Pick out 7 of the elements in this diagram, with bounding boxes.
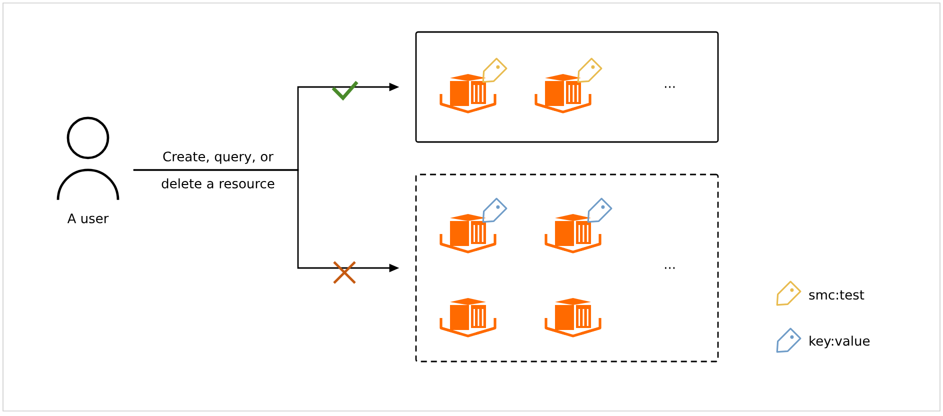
legend-label: smc:test bbox=[809, 290, 864, 300]
person: A user bbox=[56, 116, 120, 224]
edge-label: Create, query, or delete a resource bbox=[162, 152, 274, 188]
node-label: A user bbox=[67, 214, 109, 224]
resource-box: ... bbox=[415, 174, 719, 362]
legend-label: key:value bbox=[810, 336, 870, 348]
resource-box: ... bbox=[415, 31, 719, 143]
